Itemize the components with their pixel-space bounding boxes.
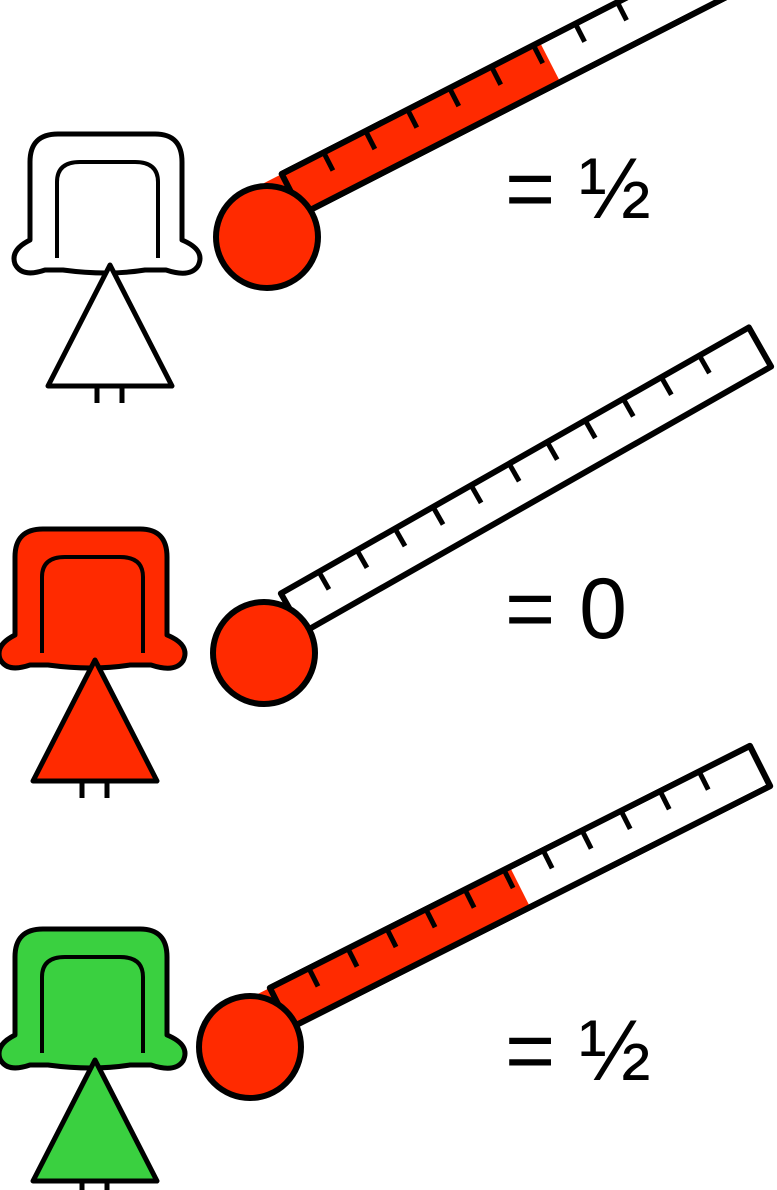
row-2: = 0 <box>0 327 771 798</box>
equation-1: = ½ <box>505 141 651 237</box>
thermometer-bulb <box>213 602 315 704</box>
thermometer-bulb <box>199 996 301 1098</box>
person-figure-3 <box>0 929 185 1190</box>
person-head-3 <box>0 929 185 1068</box>
thermometer-bulb <box>216 186 318 288</box>
thermometer-mercury <box>252 867 530 1037</box>
person-head-2 <box>0 529 185 668</box>
equation-3: = ½ <box>505 1003 651 1099</box>
row-1: = ½ <box>14 0 777 403</box>
row-3: = ½ <box>0 746 770 1190</box>
person-body-3 <box>33 1060 157 1181</box>
equation-2: = 0 <box>505 561 627 657</box>
person-body-1 <box>48 265 172 386</box>
person-figure-1 <box>14 134 200 403</box>
person-figure-2 <box>0 529 185 798</box>
thermometer-2 <box>213 327 771 704</box>
thermometer-1 <box>216 0 777 288</box>
person-body-2 <box>33 660 157 781</box>
person-head-1 <box>14 134 200 273</box>
thermometer-3 <box>199 746 770 1098</box>
